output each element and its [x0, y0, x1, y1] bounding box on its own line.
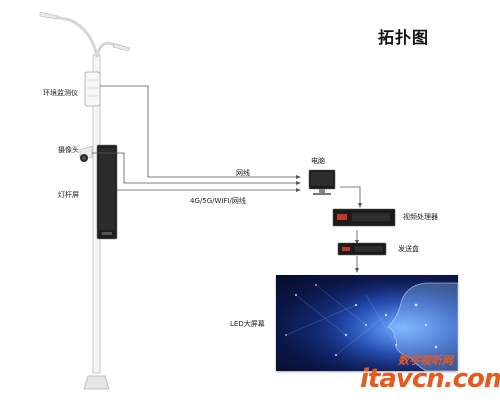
- watermark-chinese: 数字视听网: [398, 354, 453, 367]
- label-camera: 摄像头: [58, 146, 79, 154]
- arrow-heads: [296, 175, 362, 273]
- led-big-screen: [276, 275, 458, 371]
- label-computer: 电脑: [311, 157, 325, 165]
- pole-screen-device: [96, 144, 118, 240]
- watermark-english: itavcn.com: [360, 364, 500, 394]
- label-cable-network: 网线: [236, 169, 250, 177]
- led-screen-artwork: [276, 275, 458, 371]
- label-environment-monitor: 环境监测仪: [43, 89, 78, 97]
- label-video-processor: 视频处理器: [403, 213, 438, 221]
- label-sender-box: 发送盒: [398, 245, 419, 253]
- sender-box-device: [337, 242, 387, 256]
- camera-device: [79, 145, 93, 162]
- computer-device: [308, 169, 336, 195]
- video-processor-device: [332, 208, 396, 227]
- connection-lines: [92, 85, 361, 270]
- label-pole-screen: 灯杆屏: [58, 191, 79, 199]
- environment-monitor-device: [84, 71, 101, 107]
- label-led-screen: LED大屏幕: [230, 320, 265, 328]
- diagram-title: 拓扑图: [378, 28, 430, 47]
- lamp-pole: [39, 11, 131, 390]
- label-cable-wireless: 4G/5G/WIFI/网线: [190, 197, 246, 205]
